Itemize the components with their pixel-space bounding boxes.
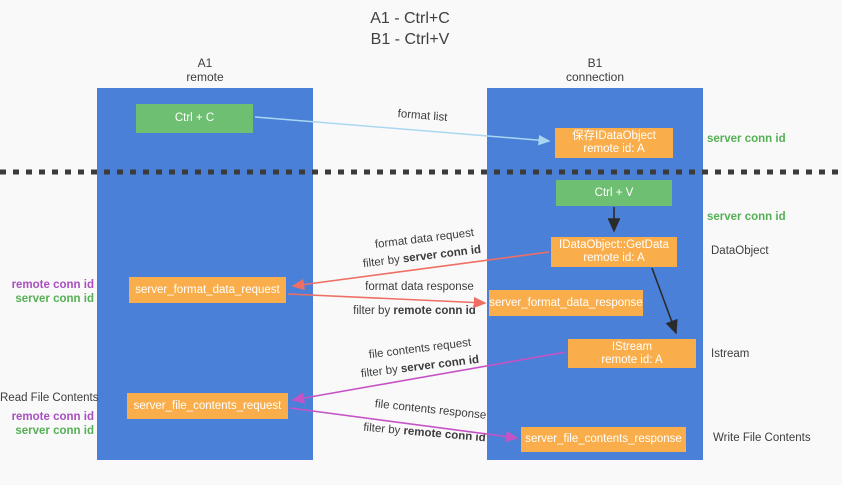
server-format-data-response-box: server_format_data_response: [489, 290, 643, 316]
idataobject-getdata-box: IDataObject::GetData remote id: A: [551, 237, 677, 267]
write-file-contents-label: Write File Contents: [713, 432, 811, 444]
server-conn-id-accent: server conn id: [402, 243, 482, 266]
save-idataobject-line2: remote id: A: [583, 143, 645, 155]
filter-by-text: filter by: [362, 253, 404, 271]
server-conn-id-label-left1: server conn id: [15, 293, 94, 305]
server-file-contents-response-box: server_file_contents_response: [521, 427, 686, 452]
remote-conn-id-accent: remote conn id: [393, 305, 476, 317]
istream-line2: remote id: A: [601, 353, 663, 366]
filter-by-remote-conn-id-label-1: filter by remote conn id: [342, 305, 487, 317]
ctrl-c-label: Ctrl + C: [174, 112, 215, 124]
ctrl-v-box: Ctrl + V: [556, 180, 672, 206]
format-data-response-arrow-label: format data response: [365, 281, 474, 293]
server-conn-id-label-left2: server conn id: [15, 425, 94, 437]
server-file-contents-request-box: server_file_contents_request: [127, 393, 288, 419]
lifeline-a1-name: A1: [197, 56, 213, 70]
server-conn-id-accent: server conn id: [400, 353, 480, 376]
filter-by-remote-conn-id-label-2: filter by remote conn id: [352, 421, 497, 446]
getdata-line2: remote id: A: [583, 252, 645, 264]
lifeline-b1-header: B1 connection: [487, 56, 703, 84]
istream-line1: IStream: [611, 340, 653, 353]
remote-conn-id-label-left1: remote conn id: [11, 279, 94, 291]
server-file-contents-request-label: server_file_contents_request: [133, 399, 282, 412]
lifeline-b1-name: B1: [587, 56, 603, 70]
filter-by-text: filter by: [362, 421, 405, 438]
server-format-data-response-label: server_format_data_response: [489, 296, 643, 309]
istream-box: IStream remote id: A: [568, 339, 696, 368]
dataobject-label: DataObject: [711, 245, 769, 257]
filter-by-text: filter by: [360, 363, 402, 381]
read-file-contents-label: Read File Contents: [0, 392, 99, 404]
filter-by-text: filter by: [353, 305, 394, 317]
remote-conn-id-accent: remote conn id: [402, 425, 487, 445]
getdata-line1: IDataObject::GetData: [559, 239, 669, 251]
lifeline-a1-header: A1 remote: [97, 56, 313, 84]
server-format-data-request-label: server_format_data_request: [135, 283, 280, 296]
lifeline-a1-role: remote: [186, 70, 224, 84]
lifeline-b1-role: connection: [565, 70, 625, 84]
ctrl-v-label: Ctrl + V: [594, 186, 634, 199]
format-list-arrow-label: format list: [397, 108, 448, 124]
server-format-data-request-box: server_format_data_request: [129, 277, 286, 303]
server-file-contents-response-label: server_file_contents_response: [525, 433, 682, 445]
ctrl-c-box: Ctrl + C: [136, 104, 253, 133]
server-conn-id-label-top: server conn id: [707, 133, 786, 145]
istream-side-label: Istream: [711, 348, 750, 360]
diagram-title: A1 - Ctrl+C B1 - Ctrl+V: [310, 8, 510, 50]
title-line-2: B1 - Ctrl+V: [370, 31, 450, 48]
save-idataobject-box: 保存IDataObject remote id: A: [555, 128, 673, 158]
server-conn-id-label-mid: server conn id: [707, 211, 786, 223]
format-data-response-arrow: [287, 293, 487, 309]
save-idataobject-line1: 保存IDataObject: [572, 130, 656, 142]
title-line-1: A1 - Ctrl+C: [370, 10, 450, 27]
remote-conn-id-label-left2: remote conn id: [11, 411, 94, 423]
file-contents-response-arrow-label: file contents response: [374, 398, 487, 422]
